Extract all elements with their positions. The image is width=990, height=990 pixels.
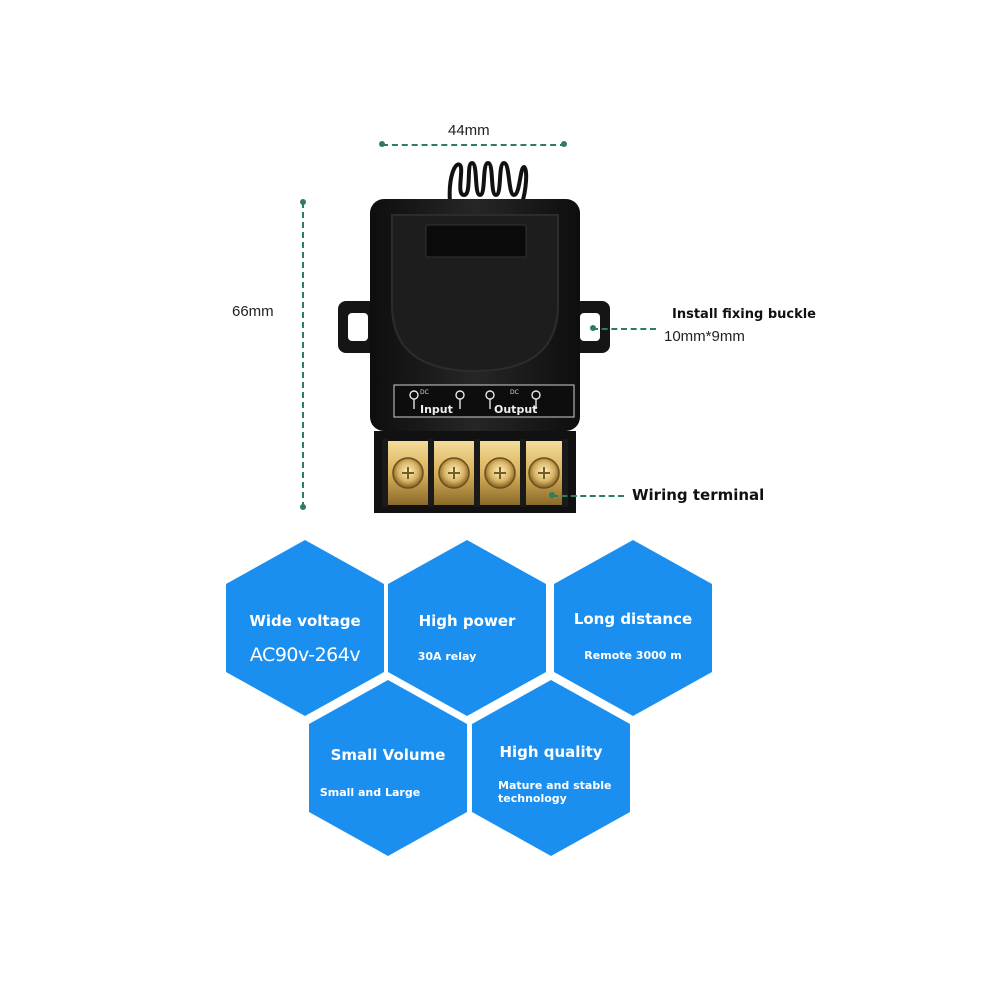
feature-title: Small Volume: [330, 746, 446, 764]
height-dimension-endpoint-top: [300, 199, 306, 205]
output-dc-small-label: DC: [510, 389, 519, 396]
buckle-callout-title: Install fixing buckle: [672, 307, 817, 322]
feature-wide-voltage: Wide voltage AC90v-264v: [226, 540, 384, 716]
height-dimension-endpoint-bottom: [300, 504, 306, 510]
input-dc-small-label: DC: [420, 389, 429, 396]
terminal-callout-endpoint: [549, 492, 555, 498]
height-dimension-label: 66mm: [232, 303, 274, 320]
feature-detail: AC90v-264v: [249, 644, 361, 666]
width-dimension-endpoint-right: [561, 141, 567, 147]
buckle-callout-endpoint: [590, 325, 596, 331]
feature-detail: Remote 3000 m: [584, 649, 682, 662]
feature-long-distance: Long distance Remote 3000 m: [554, 540, 712, 716]
feature-high-power: High power 30A relay: [388, 540, 546, 716]
feature-title: Wide voltage: [249, 612, 361, 630]
output-label: Output: [494, 403, 538, 416]
width-dimension-line: [382, 144, 566, 146]
feature-title: High power: [418, 612, 516, 630]
feature-title: Long distance: [573, 610, 693, 628]
feature-detail: Small and Large: [319, 786, 421, 799]
screw-terminal-icon: [392, 457, 560, 489]
feature-small-volume: Small Volume Small and Large: [309, 680, 467, 856]
feature-title: High quality: [499, 743, 603, 761]
buckle-callout-size: 10mm*9mm: [664, 328, 745, 345]
feature-detail: Mature and stable technology: [498, 779, 612, 805]
feature-detail: 30A relay: [417, 650, 477, 663]
terminal-callout-line: [552, 495, 624, 497]
width-dimension-endpoint-left: [379, 141, 385, 147]
width-dimension-label: 44mm: [448, 122, 490, 139]
buckle-callout-line: [592, 328, 656, 330]
terminal-callout-label: Wiring terminal: [632, 486, 765, 504]
relay-device-icon: [338, 160, 610, 513]
antenna-coil-icon: [447, 160, 529, 205]
feature-high-quality: High quality Mature and stable technolog…: [472, 680, 630, 856]
height-dimension-line: [302, 202, 304, 508]
input-label: Input: [420, 403, 453, 416]
